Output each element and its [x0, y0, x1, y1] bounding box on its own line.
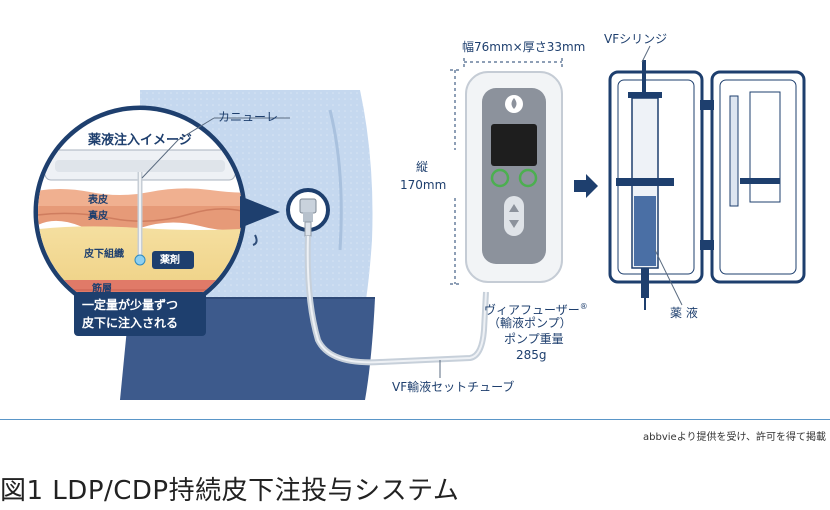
width-depth-label: 幅76mm×厚さ33mm: [462, 40, 586, 54]
magnified-view: [33, 105, 280, 319]
arrow-right-icon: [574, 174, 598, 198]
infusion-pump: [465, 71, 563, 283]
muscle-label: 筋層: [92, 284, 112, 295]
info-box: [74, 292, 206, 336]
subcutaneous-label: 皮下組織: [84, 249, 124, 260]
pump-weight-label: ポンプ重量: [504, 332, 564, 346]
image-title: 薬液注入イメージ: [88, 133, 192, 148]
epidermis-label: 表皮: [88, 195, 108, 206]
height-label: 縦: [416, 160, 429, 174]
divider: [0, 419, 830, 420]
height-value: 170mm: [400, 178, 447, 192]
cannula-label: カニューレ: [218, 110, 279, 124]
info-line-2: 皮下に注入される: [82, 316, 179, 330]
registered-mark: ®: [579, 302, 588, 311]
pump-name: ヴィアフューザー®: [484, 302, 588, 317]
figure-title: 図1 LDP/CDP持続皮下注投与システム: [0, 476, 460, 506]
tube-label: VF輸液セットチューブ: [392, 380, 515, 394]
pump-weight-value: 285g: [516, 348, 547, 362]
system-illustration: [33, 45, 806, 400]
liquid-label: 薬 液: [670, 306, 698, 320]
infusion-site: [286, 188, 330, 237]
drug-tag: [152, 251, 194, 269]
syringe-case: [608, 60, 806, 310]
info-line-1: 一定量が少量ずつ: [82, 298, 179, 312]
credit-line: abbvieより提供を受け、許可を得て掲載: [643, 432, 826, 443]
dimension-lines: [450, 58, 563, 285]
syringe-label: VFシリンジ: [604, 32, 668, 46]
pump-type: （輸液ポンプ）: [488, 316, 572, 330]
drug-label: 薬剤: [160, 255, 180, 266]
dermis-label: 真皮: [88, 211, 108, 222]
